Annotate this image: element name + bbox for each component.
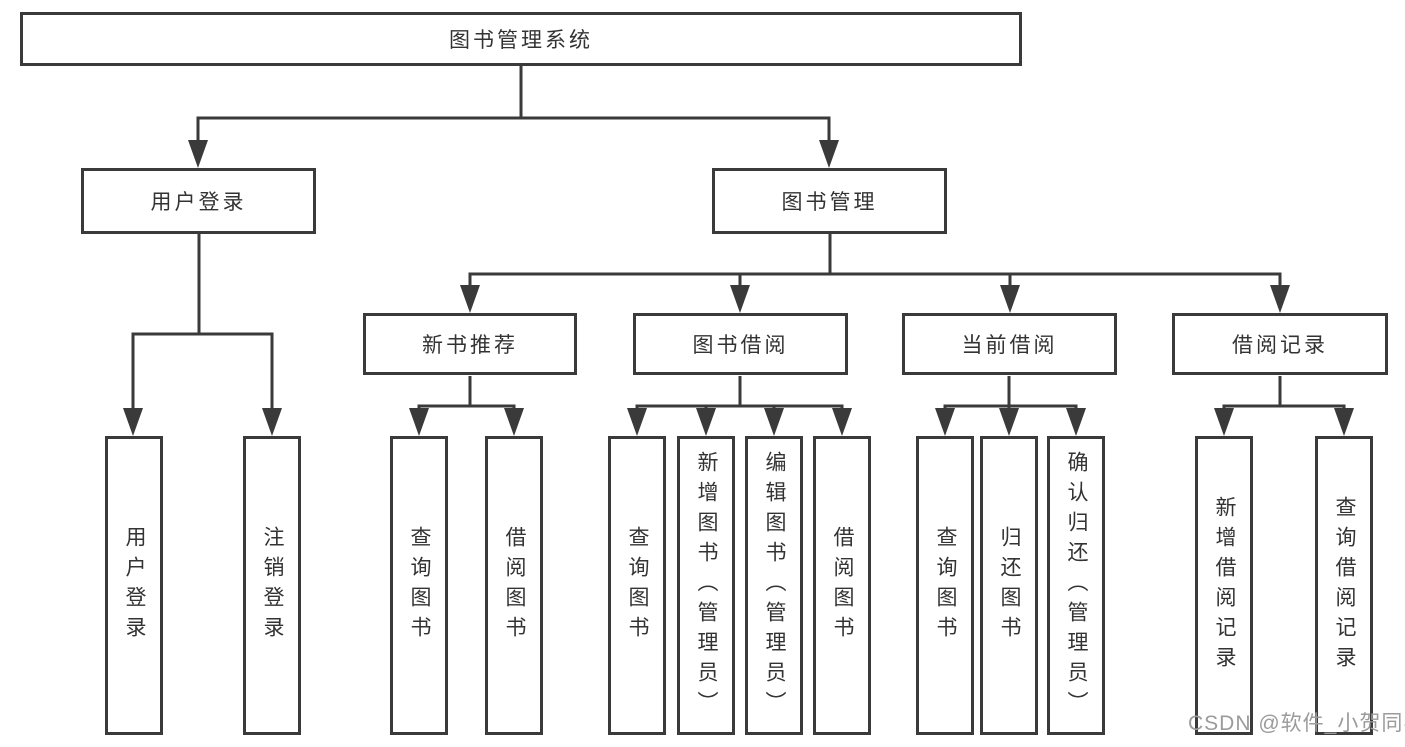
leaf-bb-edit-books-admin: 编辑图书（管理员） [745,436,803,735]
leaf-br-add-record: 新增借阅记录 [1195,436,1253,735]
node-borrow-records: 借阅记录 [1172,313,1388,375]
node-new-book-rec-label: 新书推荐 [422,334,518,357]
leaf-rec-borrow-books-label: 借阅图书 [503,525,526,646]
leaf-cb-query-books: 查询图书 [916,436,974,735]
leaf-bb-add-books-admin-label: 新增图书（管理员） [695,450,718,721]
leaf-bb-add-books-admin: 新增图书（管理员） [677,436,735,735]
csdn-watermark: CSDN @软件_小贺同学 [1188,712,1405,735]
node-book-borrow: 图书借阅 [633,313,848,375]
leaf-cb-query-books-label: 查询图书 [934,525,957,646]
node-root-label: 图书管理系统 [449,29,593,52]
leaf-cb-confirm-return-admin-label: 确认归还（管理员） [1065,450,1088,721]
node-borrow-records-label: 借阅记录 [1232,334,1328,357]
leaf-bb-query-books: 查询图书 [608,436,666,735]
node-book-mgmt-label: 图书管理 [781,191,878,214]
leaf-cb-return-books: 归还图书 [980,436,1038,735]
leaf-user-login: 用户登录 [105,436,163,735]
leaf-bb-edit-books-admin-label: 编辑图书（管理员） [763,450,786,721]
node-new-book-rec: 新书推荐 [363,313,577,375]
leaf-cb-confirm-return-admin: 确认归还（管理员） [1047,436,1105,735]
leaf-br-add-record-label: 新增借阅记录 [1213,495,1236,676]
leaf-cb-return-books-label: 归还图书 [998,525,1021,646]
leaf-user-login-label: 用户登录 [123,525,146,646]
node-current-borrow-label: 当前借阅 [961,334,1058,357]
leaf-br-query-record: 查询借阅记录 [1315,436,1373,735]
leaf-rec-query-books-label: 查询图书 [408,525,431,646]
leaf-bb-borrow-books: 借阅图书 [813,436,871,735]
node-user-login-label: 用户登录 [150,191,247,214]
node-current-borrow: 当前借阅 [902,313,1117,375]
node-book-mgmt: 图书管理 [712,168,947,234]
node-root: 图书管理系统 [20,12,1022,66]
leaf-br-query-record-label: 查询借阅记录 [1333,495,1356,676]
leaf-rec-query-books: 查询图书 [390,436,448,735]
leaf-logout-label: 注销登录 [261,525,284,646]
leaf-rec-borrow-books: 借阅图书 [485,436,543,735]
leaf-bb-query-books-label: 查询图书 [626,525,649,646]
leaf-bb-borrow-books-label: 借阅图书 [831,525,854,646]
node-book-borrow-label: 图书借阅 [692,334,789,357]
node-user-login: 用户登录 [81,168,316,234]
leaf-logout: 注销登录 [243,436,301,735]
